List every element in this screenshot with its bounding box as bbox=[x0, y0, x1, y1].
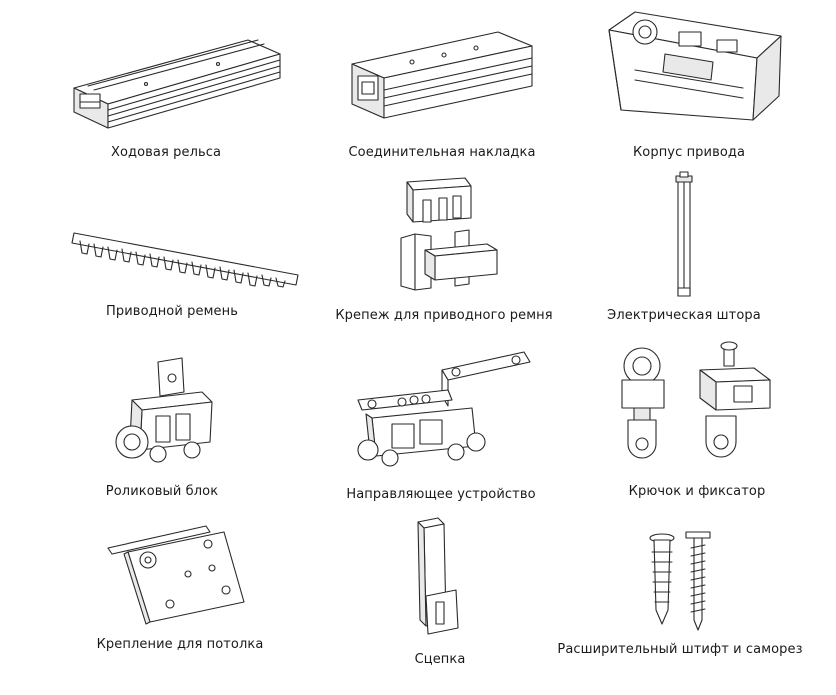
part-label: Расширительный штифт и саморез bbox=[557, 642, 803, 657]
track-rail-illustration bbox=[68, 30, 288, 130]
belt-fastener-illustration bbox=[395, 178, 505, 293]
hook-and-retainer-illustration bbox=[614, 340, 784, 470]
connecting-plate-illustration bbox=[348, 28, 538, 123]
anchor-and-screw-illustration bbox=[642, 530, 722, 640]
coupling-illustration bbox=[412, 518, 462, 638]
roller-block-illustration bbox=[112, 358, 216, 466]
electric-curtain-illustration bbox=[672, 172, 696, 300]
part-label: Корпус привода bbox=[632, 145, 746, 160]
part-label: Направляющее устройство bbox=[346, 487, 536, 502]
guide-device-illustration bbox=[352, 352, 532, 470]
part-label: Ходовая рельса bbox=[110, 145, 222, 160]
part-label: Электрическая штора bbox=[607, 308, 761, 323]
part-label: Приводной ремень bbox=[106, 304, 238, 319]
drive-belt-illustration bbox=[72, 225, 302, 295]
part-label: Роликовый блок bbox=[105, 484, 219, 499]
part-label: Крепление для потолка bbox=[96, 637, 264, 652]
drive-housing-illustration bbox=[605, 10, 785, 125]
part-label: Соединительная накладка bbox=[348, 145, 536, 160]
part-label: Крючок и фиксатор bbox=[628, 484, 766, 499]
part-label: Сцепка bbox=[414, 652, 466, 667]
part-label: Крепеж для приводного ремня bbox=[335, 308, 553, 323]
ceiling-mount-illustration bbox=[104, 524, 264, 624]
